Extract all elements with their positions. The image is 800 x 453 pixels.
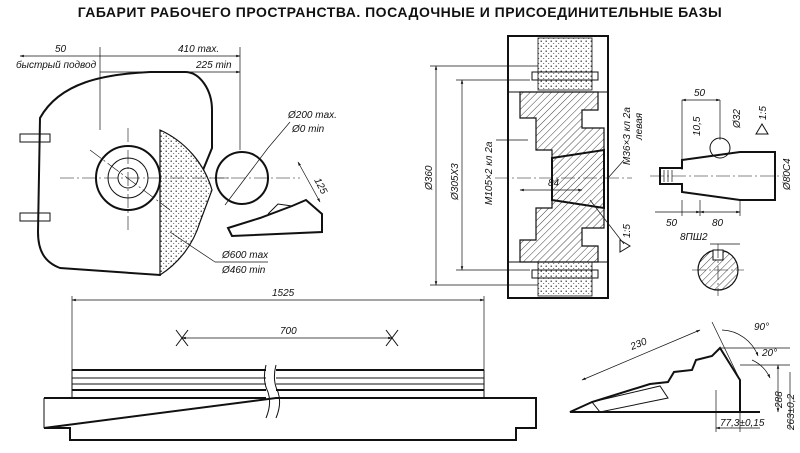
work-rest [226,198,323,238]
workpiece-dia-leader [224,147,269,206]
taper-end-label: 1:5 [758,106,769,120]
grinding-wheel-section [159,129,213,277]
leader-m36 [607,159,625,179]
tick-700-right-b [385,329,399,347]
dim-1525-label: 1525 [272,288,295,299]
spindle-end-view: 50 10,5 Ø32 1:5 Ø80C4 50 80 8ПШ2 [650,88,793,296]
mount-tab-lower [19,212,51,222]
taper-symbol-end [755,123,769,135]
wheel-head-view: 50 быстрый подвод 410 max. 225 min Ø200 … [16,44,337,277]
arc-20 [751,359,771,379]
dim-263-label: 263±0,2 [786,393,797,431]
fast-approach-label: быстрый подвод [16,59,97,71]
drawing-title: ГАБАРИТ РАБОЧЕГО ПРОСТРАНСТВА. ПОСАДОЧНЫ… [77,4,723,20]
left-hand-label: левая [634,112,645,141]
dim-10-5-label: 10,5 [692,116,703,136]
work-rest-blade [267,203,293,215]
dim-84-label: 84 [548,178,560,189]
spindle-shaft [659,151,776,201]
dim-0-label: Ø0 min [291,124,325,135]
dim-460-label: Ø460 min [221,265,266,276]
center-line-diag [89,149,171,211]
dim-125-label: 125 [311,176,329,196]
dim-410-label: 410 max. [178,44,219,55]
key-label: 8ПШ2 [680,232,708,243]
dim-32-label: Ø32 [732,109,743,129]
dim-50-top-label: 50 [694,88,706,99]
dim-305-label: Ø305X3 [450,163,461,201]
dim-50-label: 50 [55,44,67,55]
taper-bore [551,148,605,210]
table-view: 1525 700 [43,288,537,441]
wheel-segment-top [537,37,593,91]
rest-blade [591,385,669,413]
thread-m105-label: M105×2 кл 2a [484,141,495,205]
rest-body [569,346,741,413]
dim-230-label: 230 [628,336,649,353]
taper-symbol [619,239,631,253]
dim-225-label: 225 min [195,60,232,71]
dim-288-label: 288 [774,391,785,409]
wheel-segment-bottom [537,255,593,297]
dim-line-230 [581,329,701,381]
mount-tab-upper [19,133,51,143]
bolt-bottom [531,269,599,279]
wheel-guard-outline [36,71,213,277]
angle-90-label: 90° [754,322,769,333]
dim-line-125 [297,161,321,203]
break-mark-right [273,364,281,419]
dim-80c-label: Ø80C4 [782,158,793,191]
spindle-housing [507,35,609,299]
angle-20-label: 20° [761,348,777,359]
bed-base [43,397,537,441]
dim-700-label: 700 [280,326,297,337]
spindle-section-view: Ø360 Ø305X3 M105×2 кл 2a 84 M36×3 кл 2a … [424,35,645,299]
leader-200 [267,121,291,149]
keyway-circle [709,137,731,159]
break-mark-left [263,364,271,419]
angle-ray [711,321,741,381]
taper-label: 1:5 [622,224,633,238]
dim-77-label: 77,3±0,15 [720,418,765,429]
flange-section [519,91,605,263]
dim-600-label: Ø600 max [221,250,269,261]
dim-50-bottom-label: 50 [666,218,678,229]
thread-m36-label: M36×3 кл 2a [622,107,633,165]
wheel-dia-leader [169,231,216,263]
bolt-top [531,71,599,81]
arc-90 [721,329,759,357]
dim-80-label: 80 [712,218,724,229]
tick-700-left-b [175,329,189,347]
dim-200-label: Ø200 max. [287,110,337,121]
dim-360-label: Ø360 [424,165,435,191]
tilt-rest-view: 230 90° 20° 288 263±0,2 77,3±0,15 [569,321,797,432]
leader-taper [589,199,625,245]
